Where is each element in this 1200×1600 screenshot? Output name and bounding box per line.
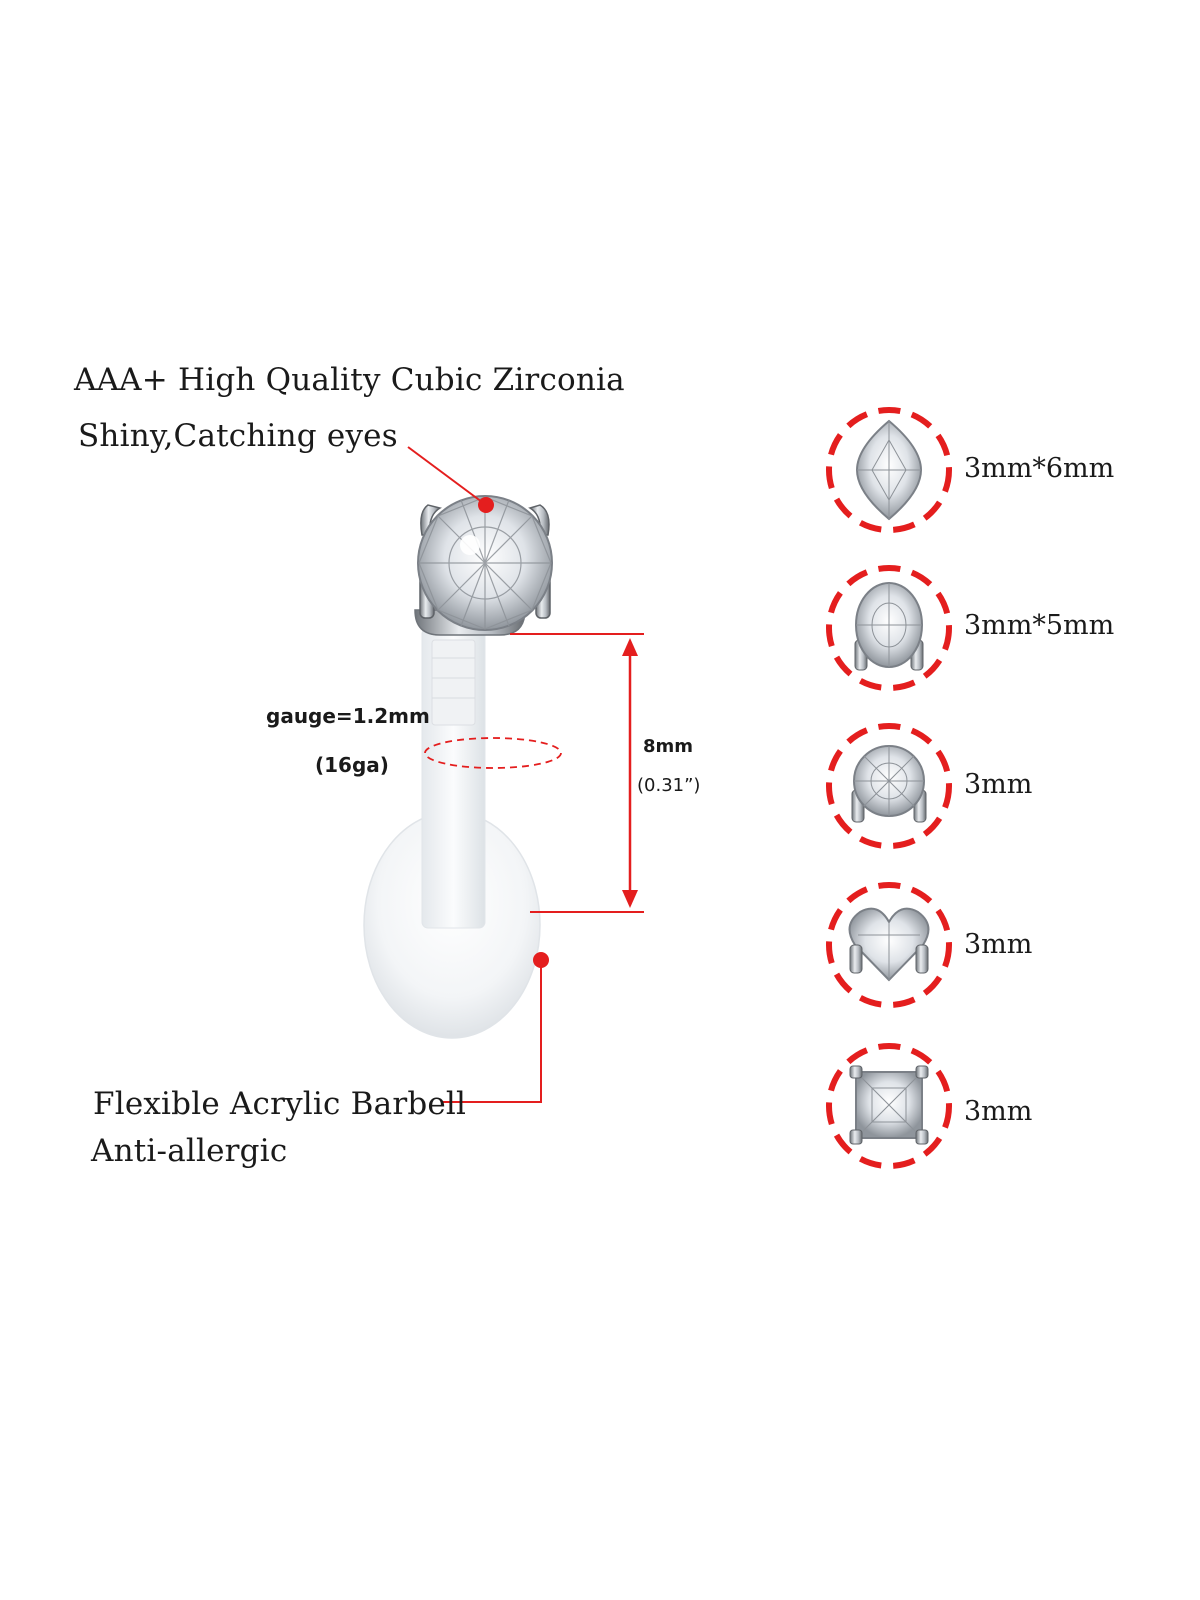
barbell-subtitle: Anti-allergic — [91, 1133, 288, 1169]
variant-size-marquise: 3mm*6mm — [964, 453, 1115, 484]
variant-square — [826, 1043, 952, 1169]
length-label: 8mm — [643, 736, 694, 757]
stone-quality-subtitle: Shiny,Catching eyes — [78, 418, 398, 454]
length-dimension — [510, 633, 644, 913]
variant-size-round: 3mm — [964, 769, 1033, 800]
variant-size-oval: 3mm*5mm — [964, 610, 1115, 641]
length-sub-label: (0.31”) — [637, 775, 701, 796]
gauge-label: gauge=1.2mm — [266, 704, 430, 728]
gauge-sub-label: (16ga) — [315, 753, 389, 777]
barbell-title: Flexible Acrylic Barbell — [93, 1086, 467, 1122]
variant-heart — [826, 882, 952, 1008]
stone-leader-line — [407, 446, 487, 506]
stem-thread — [431, 639, 476, 726]
barbell-leader-line — [443, 960, 542, 1103]
labret-main — [363, 495, 553, 1039]
variant-round — [826, 723, 952, 849]
stone-quality-title: AAA+ High Quality Cubic Zirconia — [74, 362, 625, 398]
variant-size-square: 3mm — [964, 1096, 1033, 1127]
gauge-indicator-ring — [424, 737, 562, 769]
variant-oval — [826, 565, 952, 691]
variant-marquise — [826, 407, 952, 533]
variant-size-heart: 3mm — [964, 929, 1033, 960]
